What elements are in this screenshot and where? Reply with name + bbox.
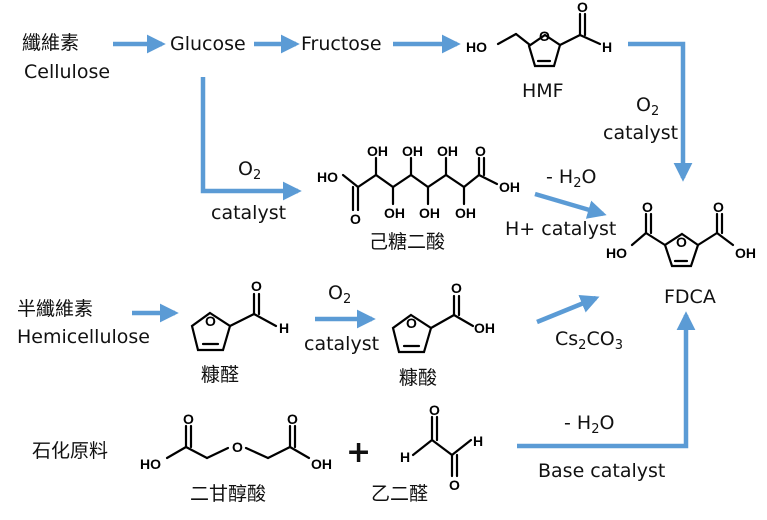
diglycolic-acid-structure [165,424,311,460]
label-cs2co3: Cs2CO3 [555,328,623,353]
label-furfural-cn: 糠醛 [201,364,240,386]
atom-oh: OH [455,205,476,221]
label-o2-furfural: O2 [328,282,352,307]
label-glucose: Glucose [170,33,246,55]
arrow-hmf-to-fdca [628,41,693,182]
label-o2-glucose: O2 [238,158,262,183]
label-minus-h2o-base: - H2O [564,412,615,437]
atom-oh: OH [367,143,388,159]
atom-o: O [577,0,588,15]
label-h-catalyst: H+ catalyst [505,218,617,240]
atom-o: O [449,477,460,493]
fdca-structure [630,212,735,268]
atom-ho: HO [466,39,487,55]
label-minus-h2o-acid: - H2O [546,166,597,191]
arrow-furoic-to-fdca [536,294,600,325]
atom-oh: OH [437,143,458,159]
label-fdca: FDCA [664,286,716,308]
label-hmf: HMF [522,80,564,102]
label-cellulose-cn: 纖維素 [22,32,80,54]
atom-o: O [350,211,361,227]
label-glucaric-cn: 己糖二酸 [369,231,446,253]
label-fructose: Fructose [301,33,382,55]
label-catalyst-glucose: catalyst [211,202,287,224]
glucaric-acid-structure [341,156,499,212]
atom-h: H [602,39,612,55]
atom-oh: OH [474,320,495,336]
furfural-structure [190,292,278,352]
glyoxal-structure [411,415,473,478]
label-petro-cn: 石化原料 [32,440,109,462]
atom-o: O [475,143,486,159]
atom-oh: OH [384,205,405,221]
atom-o: O [251,278,262,294]
atom-o: O [205,313,216,329]
atom-h: H [279,320,289,336]
atom-oh: OH [419,205,440,221]
arrow-glucose-to-glucaric [200,77,302,201]
label-cellulose-en: Cellulose [24,61,111,83]
atom-h: H [473,433,483,449]
label-base-catalyst: Base catalyst [538,460,666,482]
label-diglycolic-cn: 二甘醇酸 [190,483,267,505]
label-catalyst-top: catalyst [603,122,679,144]
label-glyoxal-cn: 乙二醛 [371,483,429,505]
atom-oh: OH [735,245,756,261]
label-plus: + [346,435,372,470]
label-catalyst-furfural: catalyst [304,333,380,355]
atom-o: O [642,199,653,215]
arrow-glyoxal-to-fdca [517,311,696,449]
atom-o: O [451,280,462,296]
label-o2-top: O2 [636,94,660,119]
atom-ho: HO [140,456,161,472]
atom-h: H [400,449,410,465]
arrow-glucaric-to-fdca [534,191,607,219]
atom-o: O [406,315,417,331]
atom-o: O [287,411,298,427]
atom-oh: OH [311,456,332,472]
furoic-acid-structure [391,294,475,354]
label-hemicellulose-en: Hemicellulose [17,326,150,348]
label-furoic-cn: 糠酸 [399,367,438,389]
atom-o: O [232,439,243,455]
atom-oh: OH [499,179,520,195]
atom-ho: HO [317,169,338,185]
atom-o: O [713,199,724,215]
hmf-structure [496,12,602,68]
atom-oh: OH [402,143,423,159]
atom-ho: HO [606,245,627,261]
atom-o: O [539,28,550,44]
atom-o: O [429,402,440,418]
atom-o: O [183,411,194,427]
label-hemicellulose-cn: 半纖維素 [17,298,94,320]
atom-o: O [676,234,687,250]
